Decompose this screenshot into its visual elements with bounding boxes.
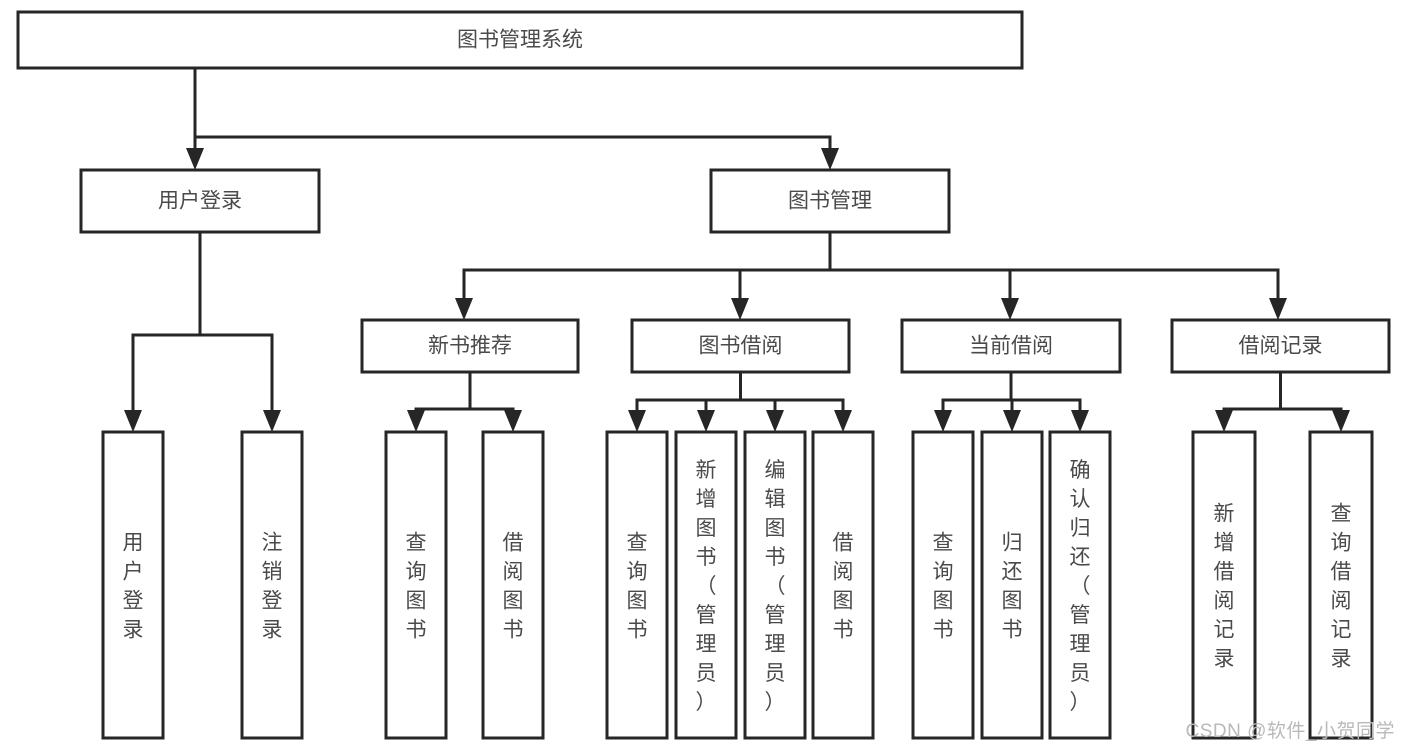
arrow-head-icon-login-0 <box>124 410 142 432</box>
node-user-login[interactable]: 用户登录 <box>79 168 321 234</box>
node-label-new-book-recommend: 新书推荐 <box>428 335 512 358</box>
node-box-root <box>16 10 1024 70</box>
node-box-leaf-query-book-1 <box>384 430 448 740</box>
node-borrow-record[interactable]: 借阅记录 <box>1170 318 1391 374</box>
node-label-leaf-user-login: 用户登录 <box>123 532 144 642</box>
node-box-leaf-edit-book <box>743 430 807 740</box>
node-leaf-borrow-book-1[interactable]: 借阅图书 <box>481 430 545 740</box>
node-label-root: 图书管理系统 <box>457 29 583 52</box>
arrow-head-icon-current-1 <box>1003 410 1021 432</box>
node-label-leaf-logout: 注销登录 <box>262 532 283 642</box>
node-label-borrow-record: 借阅记录 <box>1239 335 1323 358</box>
node-current-borrow[interactable]: 当前借阅 <box>900 318 1122 374</box>
arrow-head-icon-manage-1 <box>731 298 749 320</box>
node-box-book-borrow <box>630 318 851 374</box>
node-leaf-confirm-return[interactable]: 确认归还（管理员） <box>1048 430 1112 740</box>
node-label-leaf-add-record: 新增借阅记录 <box>1214 503 1235 671</box>
node-label-book-manage: 图书管理 <box>788 190 872 213</box>
node-label-leaf-query-book-2: 查询图书 <box>627 532 648 642</box>
node-label-leaf-add-book: 新增图书（管理员） <box>696 459 717 714</box>
node-label-leaf-borrow-book-2: 借阅图书 <box>833 532 854 642</box>
node-box-user-login <box>79 168 321 234</box>
node-leaf-user-login[interactable]: 用户登录 <box>101 430 165 740</box>
node-box-leaf-logout <box>240 430 304 740</box>
node-box-leaf-confirm-return <box>1048 430 1112 740</box>
node-box-book-manage <box>709 168 951 234</box>
node-leaf-borrow-book-2[interactable]: 借阅图书 <box>811 430 875 740</box>
arrow-head-icon-current-2 <box>1071 410 1089 432</box>
node-box-borrow-record <box>1170 318 1391 374</box>
node-root[interactable]: 图书管理系统 <box>16 10 1024 70</box>
nodes-layer: 图书管理系统用户登录图书管理新书推荐图书借阅当前借阅借阅记录用户登录注销登录查询… <box>16 10 1391 740</box>
arrow-head-icon-root-0 <box>186 148 204 170</box>
arrow-head-icon-recommend-0 <box>407 410 425 432</box>
arrow-head-icon-record-0 <box>1215 410 1233 432</box>
node-leaf-query-book-1[interactable]: 查询图书 <box>384 430 448 740</box>
arrow-head-icon-manage-0 <box>455 298 473 320</box>
node-leaf-logout[interactable]: 注销登录 <box>240 430 304 740</box>
node-box-leaf-add-book <box>674 430 738 740</box>
node-leaf-add-record[interactable]: 新增借阅记录 <box>1191 430 1257 740</box>
arrow-head-icon-recommend-1 <box>504 410 522 432</box>
node-box-leaf-query-book-2 <box>605 430 669 740</box>
node-box-leaf-add-record <box>1191 430 1257 740</box>
node-leaf-edit-book[interactable]: 编辑图书（管理员） <box>743 430 807 740</box>
node-box-current-borrow <box>900 318 1122 374</box>
node-box-leaf-return-book <box>980 430 1044 740</box>
arrow-head-icon-root-1 <box>821 148 839 170</box>
arrow-head-icon-login-1 <box>263 410 281 432</box>
arrow-head-icon-manage-3 <box>1269 298 1287 320</box>
node-leaf-query-record[interactable]: 查询借阅记录 <box>1308 430 1374 740</box>
node-label-leaf-query-book-3: 查询图书 <box>933 532 954 642</box>
arrow-head-icon-current-0 <box>934 410 952 432</box>
arrow-head-icon-record-1 <box>1332 410 1350 432</box>
node-label-leaf-edit-book: 编辑图书（管理员） <box>765 459 786 714</box>
node-label-user-login: 用户登录 <box>158 190 242 213</box>
node-label-leaf-query-book-1: 查询图书 <box>406 532 427 642</box>
node-label-book-borrow: 图书借阅 <box>699 335 783 358</box>
node-box-new-book-recommend <box>360 318 580 374</box>
node-label-current-borrow: 当前借阅 <box>969 335 1053 358</box>
node-leaf-query-book-3[interactable]: 查询图书 <box>911 430 975 740</box>
csdn-watermark: CSDN @软件_小贺同学 <box>1185 721 1395 742</box>
node-label-leaf-confirm-return: 确认归还（管理员） <box>1070 459 1091 714</box>
connectors-layer <box>124 66 1350 432</box>
node-label-leaf-borrow-book-1: 借阅图书 <box>503 532 524 642</box>
node-leaf-add-book[interactable]: 新增图书（管理员） <box>674 430 738 740</box>
node-new-book-recommend[interactable]: 新书推荐 <box>360 318 580 374</box>
node-box-leaf-user-login <box>101 430 165 740</box>
arrow-head-icon-borrow-1 <box>697 410 715 432</box>
node-label-leaf-query-record: 查询借阅记录 <box>1331 503 1352 671</box>
arrow-head-icon-borrow-3 <box>834 410 852 432</box>
arrow-head-icon-borrow-0 <box>628 410 646 432</box>
node-box-leaf-query-book-3 <box>911 430 975 740</box>
node-label-leaf-return-book: 归还图书 <box>1002 532 1023 642</box>
node-box-leaf-borrow-book-1 <box>481 430 545 740</box>
arrow-head-icon-borrow-2 <box>766 410 784 432</box>
node-box-leaf-query-record <box>1308 430 1374 740</box>
node-book-manage[interactable]: 图书管理 <box>709 168 951 234</box>
node-book-borrow[interactable]: 图书借阅 <box>630 318 851 374</box>
node-leaf-query-book-2[interactable]: 查询图书 <box>605 430 669 740</box>
arrow-head-icon-manage-2 <box>1001 298 1019 320</box>
node-leaf-return-book[interactable]: 归还图书 <box>980 430 1044 740</box>
node-box-leaf-borrow-book-2 <box>811 430 875 740</box>
